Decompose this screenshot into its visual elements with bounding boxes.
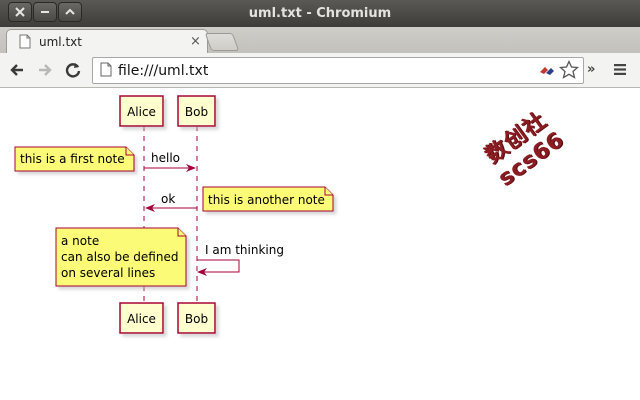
sequence-diagram: Alice Bob this is a first note hello ok (14, 95, 334, 334)
note-another: this is another note (202, 186, 334, 212)
note-text-line: on several lines (61, 266, 155, 280)
chevron-up-icon (65, 8, 75, 15)
toolbar: file:///uml.txt » (0, 53, 640, 88)
message-thinking: I am thinking (197, 243, 284, 276)
participant-bob-top: Bob (177, 95, 216, 127)
window-title: uml.txt - Chromium (248, 6, 392, 21)
participant-label: Alice (127, 105, 156, 119)
tab-close-icon[interactable]: × (190, 34, 201, 49)
participant-bob-bottom: Bob (177, 302, 216, 334)
note-text-line: can also be defined (61, 250, 178, 264)
page-content: Alice Bob this is a first note hello ok (0, 88, 640, 400)
page-icon (100, 62, 112, 77)
address-bar[interactable]: file:///uml.txt (92, 57, 584, 84)
minimize-icon (41, 11, 49, 13)
page-icon (19, 34, 31, 49)
note-text: this is another note (208, 193, 325, 207)
message-label: I am thinking (205, 243, 284, 257)
maximize-window-button[interactable] (58, 2, 82, 22)
title-bar: uml.txt - Chromium (0, 0, 640, 27)
note-multi: a note can also be defined on several li… (55, 227, 187, 287)
minimize-window-button[interactable] (33, 2, 57, 22)
bookmark-star-icon[interactable] (559, 60, 579, 80)
extension-icon[interactable] (539, 64, 555, 76)
menu-icon[interactable] (613, 63, 627, 76)
reload-icon[interactable] (62, 59, 84, 81)
tab-strip: uml.txt × (0, 27, 640, 54)
message-hello: hello (144, 151, 196, 172)
participant-alice-bottom: Alice (119, 302, 164, 334)
participant-label: Bob (185, 312, 208, 326)
message-label: hello (151, 151, 180, 165)
close-icon (15, 7, 25, 17)
forward-arrow-icon[interactable] (34, 59, 56, 81)
new-tab-button[interactable] (204, 33, 240, 51)
url-text: file:///uml.txt (118, 63, 209, 79)
participant-label: Bob (185, 105, 208, 119)
participant-alice-top: Alice (119, 95, 164, 127)
note-text: this is a first note (20, 152, 125, 166)
message-label: ok (161, 192, 175, 206)
note-first: this is a first note (14, 146, 135, 172)
note-text-line: a note (61, 234, 99, 248)
back-arrow-icon[interactable] (6, 59, 28, 81)
close-window-button[interactable] (8, 2, 32, 22)
tab-label: uml.txt (39, 35, 82, 49)
message-ok: ok (145, 192, 197, 212)
participant-label: Alice (127, 312, 156, 326)
tab-uml[interactable]: uml.txt × (6, 29, 208, 54)
extensions-overflow-icon[interactable]: » (587, 62, 596, 77)
